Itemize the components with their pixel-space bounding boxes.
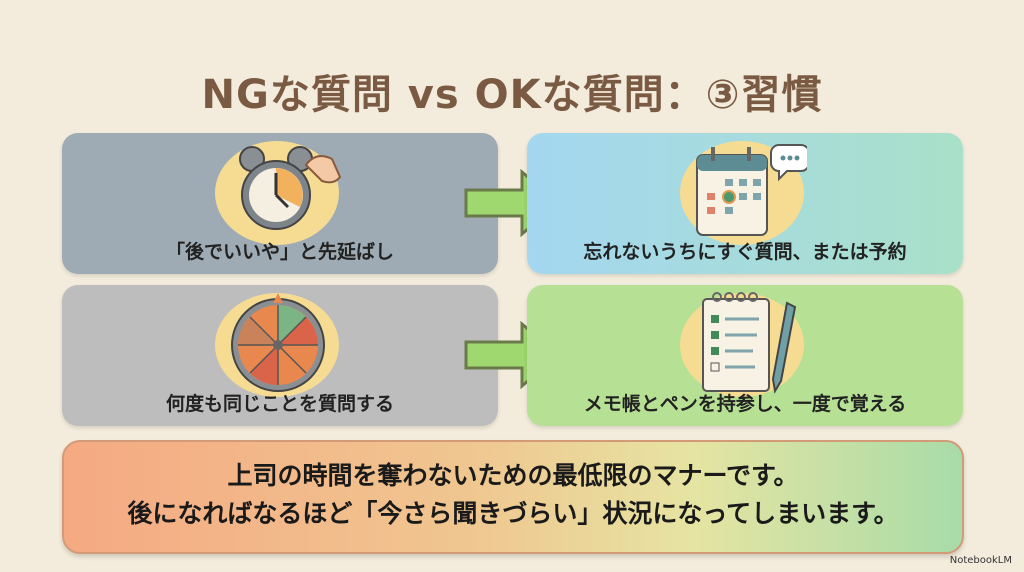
summary-line-2: 後になればなるほど「今さら聞きづらい」状況になってしまいます。 <box>127 499 899 528</box>
notebooklm-watermark: NotebookLM <box>949 555 1012 566</box>
notepad-pen-icon <box>702 292 797 394</box>
summary-box: 上司の時間を奪わないための最低限のマナーです。 後になればなるほど「今さら聞きづ… <box>62 440 964 554</box>
ok-panel-take-notes: メモ帳とペンを持参し、一度で覚える <box>527 285 963 426</box>
ok-caption: 忘れないうちにすぐ質問、または予約 <box>583 241 907 263</box>
ok-panel-ask-soon: 忘れないうちにすぐ質問、または予約 <box>527 133 963 274</box>
slide-title: NGな質問 vs OKな質問：③習慣 <box>201 72 823 118</box>
ok-caption: メモ帳とペンを持参し、一度で覚える <box>583 393 907 415</box>
spinning-question-wheel-icon <box>231 293 325 392</box>
summary-line-1: 上司の時間を奪わないための最低限のマナーです。 <box>227 461 799 490</box>
ng-caption: 「後でいいや」と先延ばし <box>165 241 394 263</box>
ng-caption: 何度も同じことを質問する <box>165 393 394 415</box>
calendar-chat-icon <box>696 144 807 236</box>
alarm-clock-snooze-icon <box>239 146 342 230</box>
ng-panel-procrastinate: 「後でいいや」と先延ばし <box>62 133 498 274</box>
ng-panel-repeat-questions: 何度も同じことを質問する <box>62 285 498 426</box>
